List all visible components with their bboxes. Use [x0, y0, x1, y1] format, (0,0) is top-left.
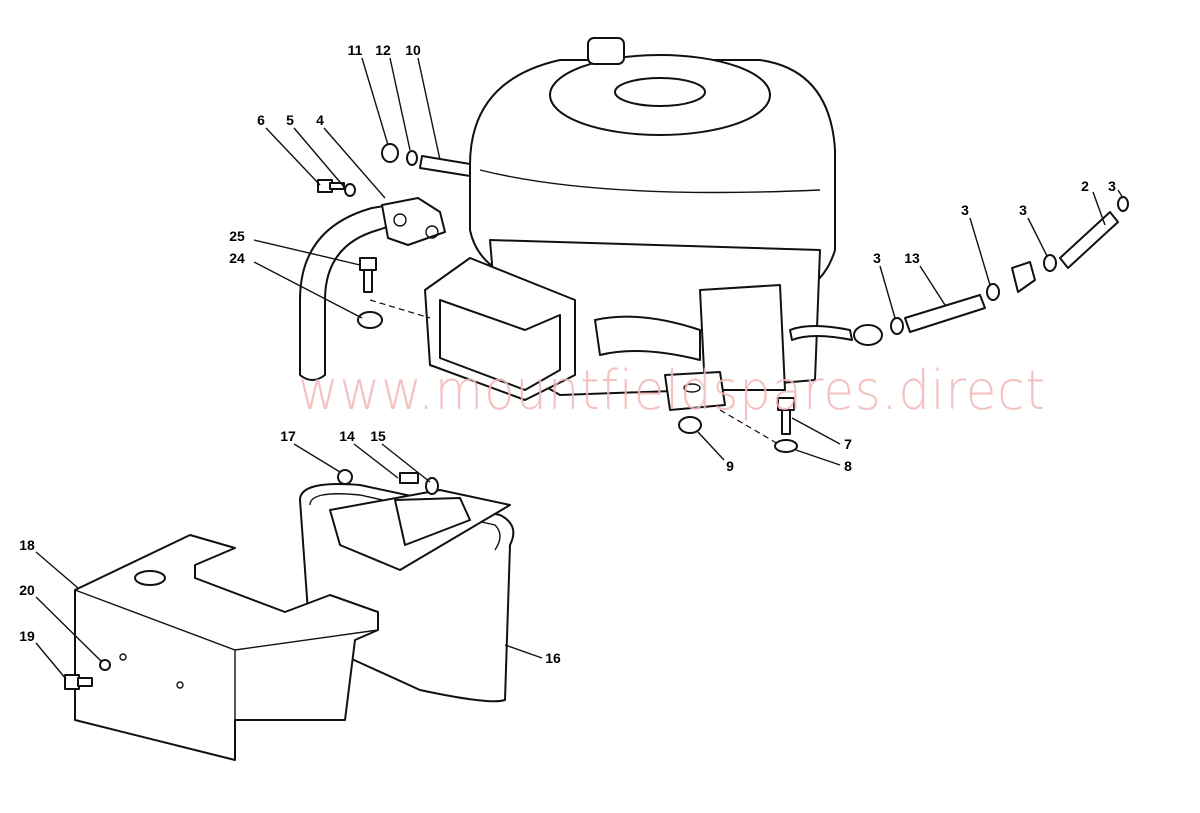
callout-8: 8 — [844, 458, 852, 474]
leader-lines — [35, 57, 1124, 680]
callout-6: 6 — [257, 112, 265, 128]
watermark: www.mountfieldspares.direct — [298, 359, 1046, 422]
muffler — [424, 257, 701, 401]
callout-5: 5 — [286, 112, 294, 128]
callout-4: 4 — [316, 112, 324, 128]
callout-3: 3 — [1019, 202, 1027, 218]
callout-15: 15 — [370, 428, 386, 444]
exhaust-pipe — [299, 204, 394, 381]
callout-3: 3 — [873, 250, 881, 266]
callout-12: 12 — [375, 42, 391, 58]
callout-25: 25 — [229, 228, 245, 244]
callout-2: 2 — [1081, 178, 1089, 194]
cover — [64, 534, 379, 761]
fuel-line — [789, 196, 1129, 346]
callout-24: 24 — [229, 250, 245, 266]
callout-14: 14 — [339, 428, 355, 444]
callout-3: 3 — [1108, 178, 1116, 194]
callout-10: 10 — [405, 42, 421, 58]
callout-16: 16 — [545, 650, 561, 666]
callout-3: 3 — [961, 202, 969, 218]
fasteners — [317, 143, 798, 453]
callout-19: 19 — [19, 628, 35, 644]
callout-17: 17 — [280, 428, 296, 444]
callout-11: 11 — [347, 42, 363, 58]
callout-18: 18 — [19, 537, 35, 553]
callout-13: 13 — [904, 250, 920, 266]
callout-9: 9 — [726, 458, 734, 474]
gasket — [381, 197, 446, 246]
callout-7: 7 — [844, 436, 852, 452]
callout-20: 20 — [19, 582, 35, 598]
